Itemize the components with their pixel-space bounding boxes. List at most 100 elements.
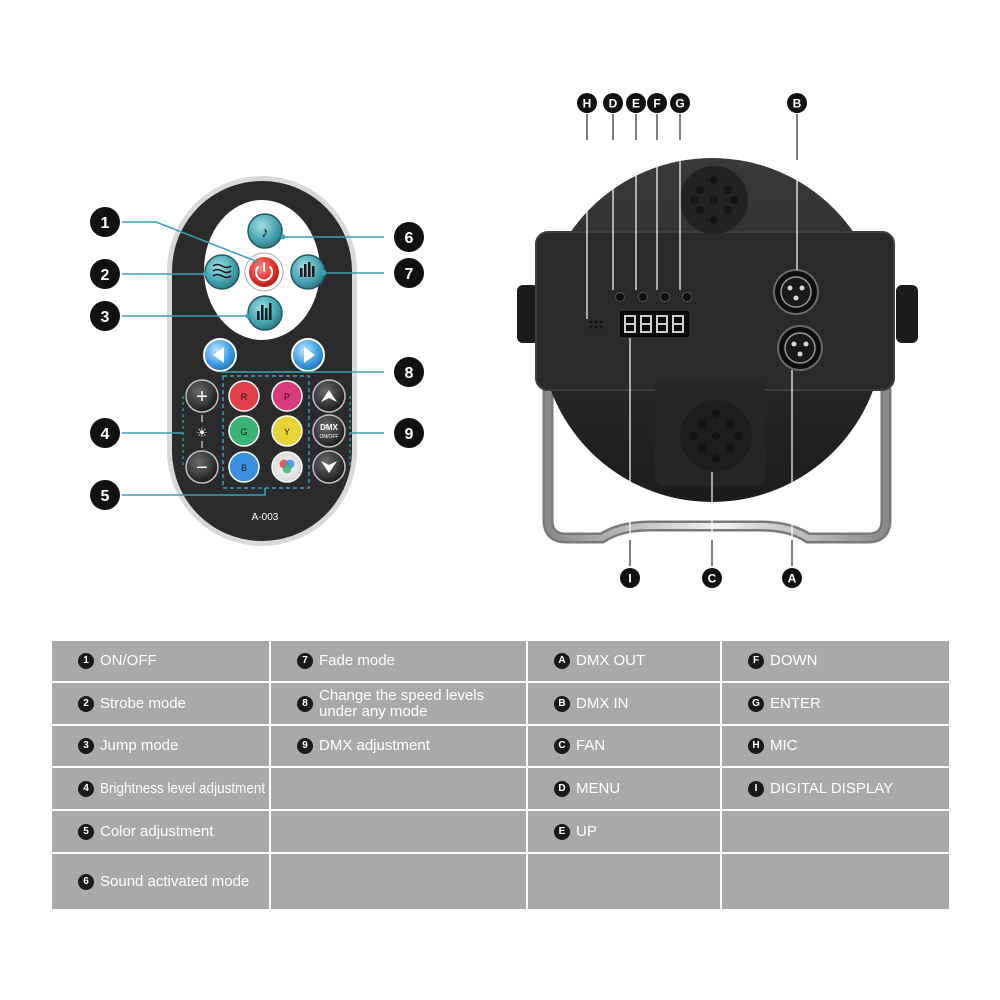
color-b-button[interactable]: B <box>228 451 260 483</box>
unit-leader-lines-outer <box>586 114 798 566</box>
legend-cell: A DMX OUT <box>526 639 722 683</box>
color-rgb-button[interactable] <box>271 451 303 483</box>
legend-badge: 5 <box>78 823 94 840</box>
color-g-button[interactable]: G <box>228 415 260 447</box>
dmx-onoff-label: ON/OFF <box>320 434 339 440</box>
svg-text:4: 4 <box>101 426 110 443</box>
legend-text: DOWN <box>770 652 818 669</box>
dmx-in-connector <box>773 269 819 315</box>
up-button[interactable] <box>638 292 648 302</box>
legend-badge: H <box>748 738 764 754</box>
menu-button[interactable] <box>615 292 625 302</box>
dmx-toggle-button[interactable]: DMX ON/OFF <box>312 414 346 448</box>
svg-text:D: D <box>609 97 618 111</box>
legend-text: Jump mode <box>100 737 179 754</box>
enter-button[interactable] <box>682 292 692 302</box>
down-button[interactable] <box>660 292 670 302</box>
color-r-button[interactable]: R <box>228 380 260 412</box>
power-button[interactable] <box>244 252 284 292</box>
rgb-dots-icon <box>279 459 295 474</box>
minus-icon: − <box>196 457 208 479</box>
legend-cell <box>526 852 722 911</box>
product-diagram: ♪ <box>90 93 918 588</box>
callout-2: 2 <box>90 259 120 289</box>
music-note-icon: ♪ <box>261 224 269 241</box>
svg-text:9: 9 <box>405 426 414 443</box>
legend-text: DMX OUT <box>576 652 646 669</box>
svg-text:3: 3 <box>101 309 110 326</box>
color-g-label: G <box>240 427 247 437</box>
callout-1: 1 <box>90 207 120 237</box>
legend-text: DMX IN <box>576 694 629 712</box>
brightness-up-button[interactable]: + <box>185 379 219 413</box>
svg-text:6: 6 <box>405 230 414 247</box>
left-knob <box>517 285 539 343</box>
speed-up-button[interactable] <box>291 338 325 372</box>
dmx-label: DMX <box>320 423 338 432</box>
fan-vent <box>680 400 752 472</box>
wave-icon <box>212 263 232 279</box>
svg-text:A: A <box>788 572 797 586</box>
speed-down-button[interactable] <box>203 338 237 372</box>
triangle-left-icon <box>213 347 224 363</box>
color-p-button[interactable]: P <box>271 380 303 412</box>
callout-4: 4 <box>90 418 120 448</box>
brightness-down-button[interactable]: − <box>185 450 219 484</box>
svg-text:F: F <box>653 97 660 111</box>
dmx-down-button[interactable] <box>312 450 346 484</box>
callout-b: B <box>787 93 807 113</box>
legend-badge: 2 <box>78 695 94 712</box>
remote-leader-lines <box>122 221 384 496</box>
fade-mode-button[interactable] <box>290 254 326 290</box>
legend-badge: A <box>554 653 570 669</box>
svg-text:B: B <box>793 97 802 111</box>
svg-text:1: 1 <box>101 215 110 232</box>
digital-display <box>618 309 691 339</box>
callout-f: F <box>647 93 667 113</box>
legend-text: ENTER <box>770 694 821 712</box>
svg-text:E: E <box>632 97 640 111</box>
dmx-out-connector <box>777 325 823 371</box>
legend-cell: 5 Color adjustment <box>50 809 271 854</box>
legend-text: Color adjustment <box>100 822 214 840</box>
callout-c: C <box>702 568 722 588</box>
bars-icon <box>300 262 315 277</box>
legend-text: FAN <box>576 737 606 754</box>
legend-cell: C FAN <box>526 724 722 768</box>
callout-6: 6 <box>394 222 424 252</box>
arrow-up-icon <box>321 390 337 402</box>
callout-i: I <box>620 568 640 588</box>
color-y-button[interactable]: Y <box>271 415 303 447</box>
callout-5: 5 <box>90 480 120 510</box>
svg-text:8: 8 <box>405 365 414 382</box>
legend-badge: C <box>554 738 570 754</box>
legend-badge: 6 <box>78 873 94 890</box>
arrow-down-icon <box>321 461 337 473</box>
legend-text: DMX adjustment <box>319 737 430 754</box>
legend-text: UP <box>576 822 597 840</box>
control-box <box>535 231 895 391</box>
sound-mode-button[interactable]: ♪ <box>247 213 283 249</box>
remote-leader-dots <box>202 234 327 319</box>
jump-mode-button[interactable] <box>247 295 283 331</box>
dmx-up-button[interactable] <box>312 379 346 413</box>
color-r-label: R <box>241 392 248 402</box>
legend-cell <box>269 852 528 911</box>
callout-d: D <box>603 93 623 113</box>
remote-callouts: 1 2 3 4 5 6 7 8 9 <box>90 207 424 510</box>
svg-text:7: 7 <box>405 266 414 283</box>
callout-3: 3 <box>90 301 120 331</box>
strobe-mode-button[interactable] <box>204 254 240 290</box>
